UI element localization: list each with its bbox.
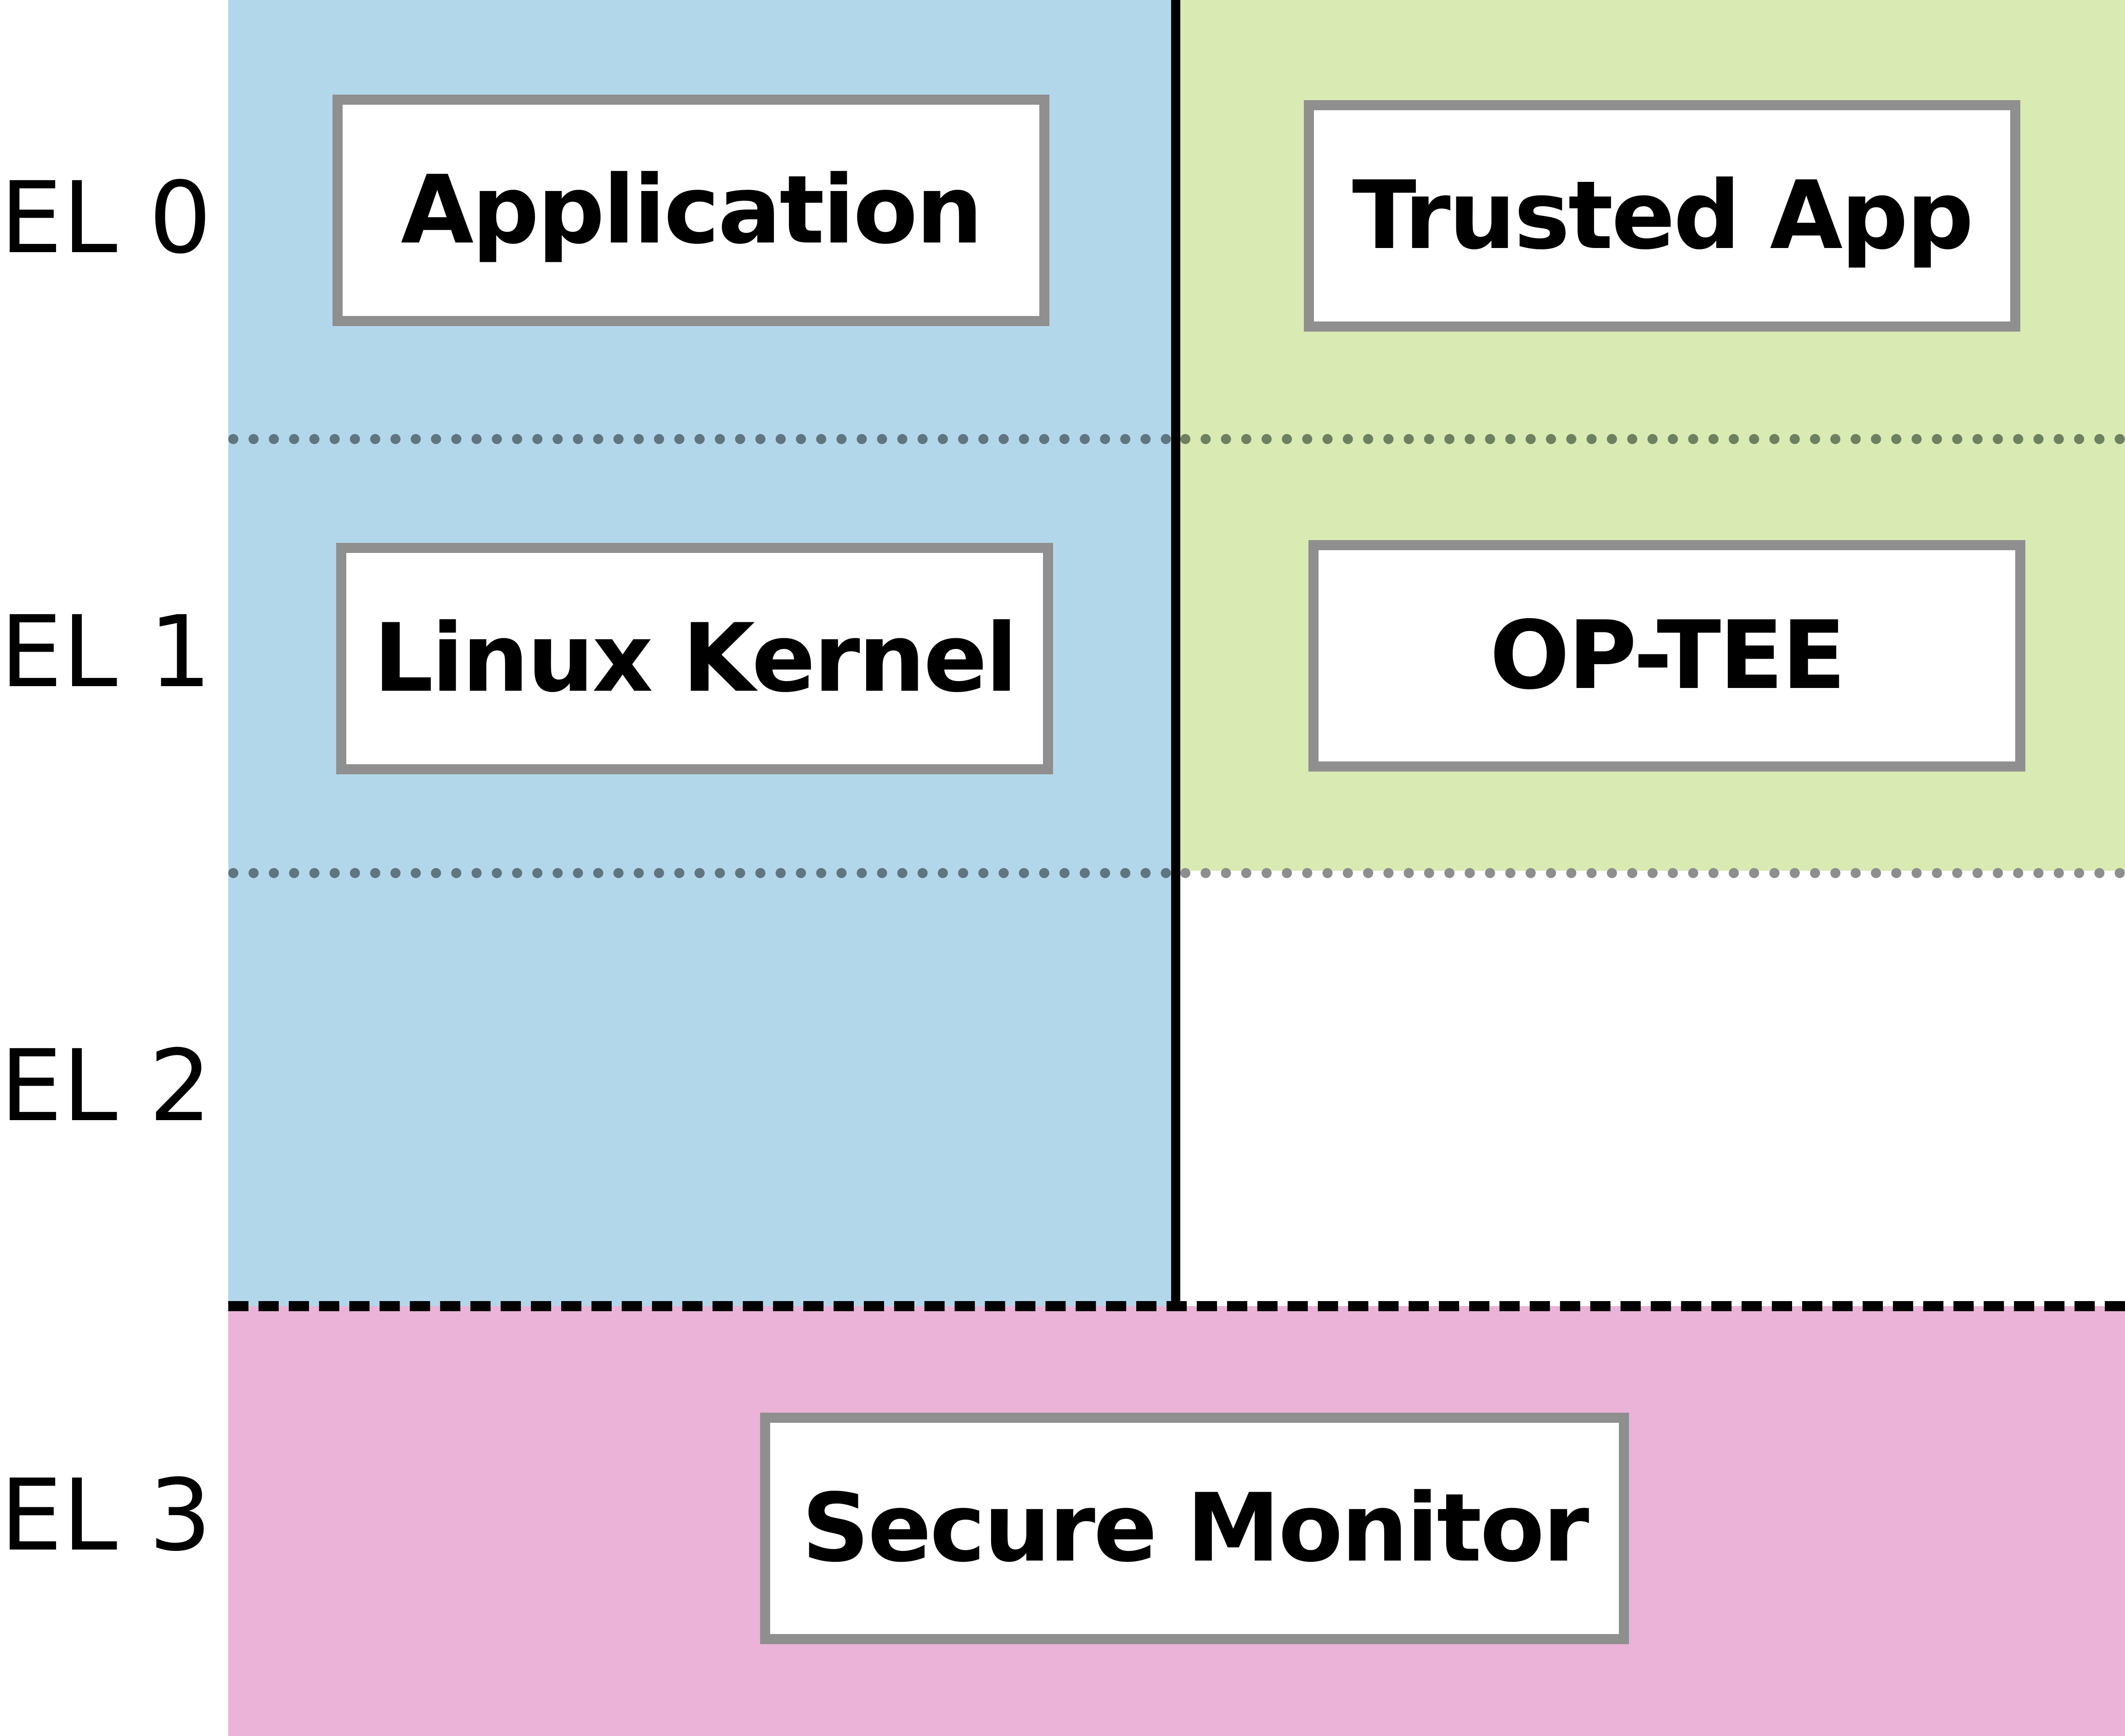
application-box: Application (333, 95, 1049, 326)
el2-el3-separator (228, 1301, 2125, 1311)
op-tee-label: OP-TEE (1489, 601, 1846, 710)
el0-el1-separator-secure (1180, 434, 2125, 444)
el0-label: EL 0 (0, 160, 212, 276)
linux-kernel-label: Linux Kernel (373, 604, 1018, 713)
el1-el2-separator-normal (228, 868, 1171, 878)
el0-el1-separator-normal (228, 434, 1171, 444)
application-label: Application (400, 156, 983, 265)
trusted-app-box: Trusted App (1304, 100, 2020, 332)
linux-kernel-box: Linux Kernel (336, 543, 1053, 774)
secure-monitor-box: Secure Monitor (760, 1413, 1629, 1644)
trusted-app-label: Trusted App (1352, 161, 1974, 271)
el1-el2-separator-secure (1180, 868, 2125, 878)
op-tee-box: OP-TEE (1308, 540, 2025, 772)
el1-label: EL 1 (0, 594, 212, 710)
el2-label: EL 2 (0, 1028, 212, 1144)
el3-label: EL 3 (0, 1458, 212, 1573)
world-divider (1171, 0, 1180, 1306)
secure-monitor-label: Secure Monitor (801, 1474, 1590, 1583)
